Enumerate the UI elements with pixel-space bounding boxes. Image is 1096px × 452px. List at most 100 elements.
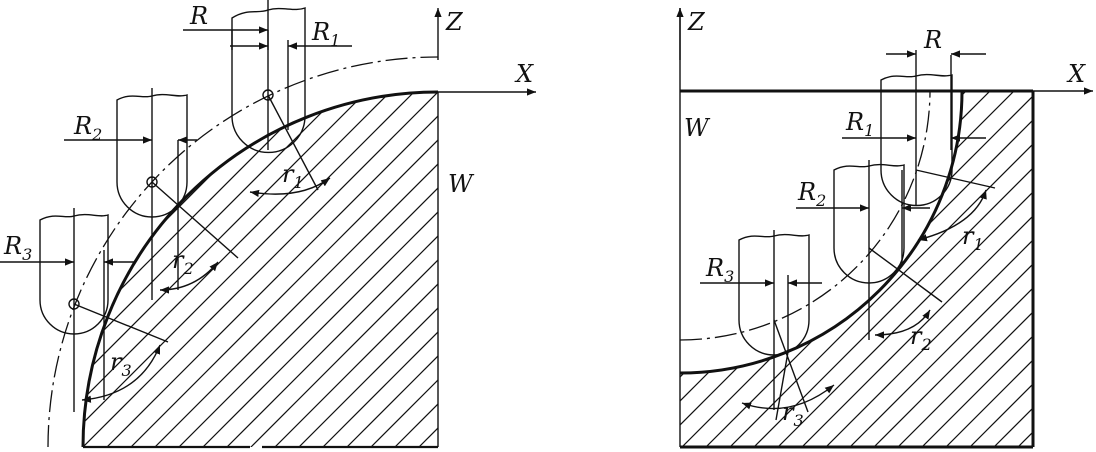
right-R3-label: R3 [705, 254, 734, 286]
right-x-label: X [1066, 60, 1086, 88]
right-r1-arc [917, 189, 987, 242]
left-radial-2 [151, 181, 239, 259]
hatch-line [105, 88, 465, 448]
hatch-line [778, 90, 1096, 448]
hatch-line [0, 90, 56, 448]
hatch-line [586, 90, 944, 448]
hatch-line [920, 91, 1033, 447]
left-radial-3 [73, 303, 169, 343]
right-tool-2 [833, 160, 905, 340]
left-z-label: Z [445, 8, 464, 36]
hatch-line [225, 88, 585, 448]
hatch-line [680, 91, 730, 447]
hatch-line [177, 92, 438, 447]
hatch-line [177, 88, 537, 448]
right-concave-profile [679, 90, 964, 375]
hatch-line [321, 92, 438, 447]
hatch-line [345, 92, 438, 447]
left-r1-arc [249, 177, 331, 197]
right-r2-arc [874, 309, 931, 339]
hatch-line [0, 90, 32, 448]
hatch-line [680, 91, 1033, 447]
left-x-label: X [514, 60, 534, 88]
hatch-line [225, 92, 438, 447]
right-figure: Z X W R R1 R2 R3 r1 r2 r3 [105, 8, 1096, 449]
hatch-line [682, 90, 1040, 448]
left-tool-1 [231, 0, 306, 154]
hatch-line [201, 92, 438, 447]
hatch-line [848, 91, 1033, 447]
hatch-line [680, 91, 682, 447]
left-r3-label: r3 [110, 348, 132, 380]
hatch-line [680, 91, 922, 447]
hatch-line [562, 90, 920, 448]
left-r1-label: r1 [282, 160, 304, 192]
hatch-line [153, 88, 513, 448]
left-R-label: R [189, 2, 208, 30]
right-r3-label: r3 [782, 398, 804, 430]
hatch-line [968, 91, 1033, 447]
hatch-line [369, 92, 438, 447]
hatch-line [872, 91, 1033, 447]
hatch-line [514, 90, 872, 448]
hatch-line [680, 91, 754, 447]
hatch-line [680, 91, 850, 447]
hatch-line [752, 91, 1033, 447]
right-tool-center-path [679, 90, 931, 341]
hatch-line [249, 88, 609, 448]
right-radial-2 [868, 247, 943, 303]
left-r3-arc [81, 344, 161, 403]
left-r2-arc [159, 261, 219, 294]
left-R1-label: R1 [311, 18, 340, 50]
hatch-line [680, 91, 970, 447]
hatch-line [824, 91, 1033, 447]
hatch-line [896, 91, 1033, 447]
hatch-line [0, 90, 8, 448]
hatch-line [776, 91, 1033, 447]
hatch-line [153, 92, 438, 447]
right-tool-1 [880, 50, 953, 207]
right-r2-label: r2 [910, 322, 932, 354]
hatch-line [680, 91, 994, 447]
hatch-line [129, 92, 438, 447]
hatch-line [704, 91, 1033, 447]
right-radial-1 [915, 169, 996, 189]
hatch-line [83, 92, 321, 447]
hatch-line [297, 92, 438, 447]
hatch-line [466, 90, 824, 448]
hatch-line [610, 90, 968, 448]
hatch-line [728, 91, 1033, 447]
hatch-line [393, 92, 438, 447]
left-tool-center-path [47, 56, 439, 448]
hatch-line [680, 91, 802, 447]
right-R1-label: R1 [845, 108, 874, 140]
hatch-line [944, 91, 1033, 447]
hatch-line [442, 90, 800, 448]
hatch-line [1089, 88, 1096, 448]
left-tool-3 [39, 208, 109, 412]
hatch-line [992, 91, 1033, 447]
hatch-line [490, 90, 848, 448]
hatch-line [297, 88, 657, 448]
hatch-line [754, 90, 1096, 448]
hatch-line [680, 91, 826, 447]
hatch-line [634, 90, 992, 448]
hatch-line [105, 92, 438, 447]
hatch-line [680, 91, 706, 447]
hatch-line [273, 92, 438, 447]
hatch-line [273, 88, 633, 448]
right-R2-label: R2 [797, 178, 826, 210]
hatch-line [680, 91, 874, 447]
right-r1-label: r1 [962, 222, 984, 254]
right-r3-arc [741, 384, 835, 410]
hatch-line [800, 91, 1033, 447]
left-radial-1 [267, 94, 319, 191]
left-R3-label: R3 [3, 232, 32, 264]
hatch-line [249, 92, 438, 447]
right-R-label: R [923, 26, 942, 54]
left-w-label: W [448, 170, 475, 198]
right-w-label: W [684, 114, 711, 142]
hatch-line [706, 90, 1064, 448]
